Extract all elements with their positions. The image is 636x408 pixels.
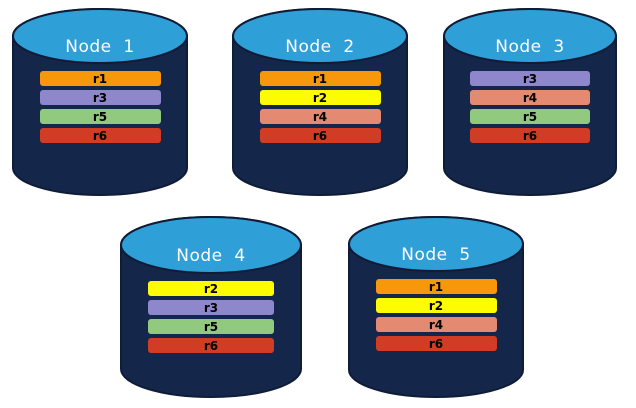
replica-bar-r6[interactable]: r6 — [375, 336, 497, 351]
cylinder-top-cap — [12, 8, 188, 64]
replica-bar-r6[interactable]: r6 — [148, 338, 274, 353]
replica-bar-r1[interactable]: r1 — [39, 71, 161, 86]
replica-list: r3 r4 r5 r6 — [443, 71, 617, 143]
replica-bar-r2[interactable]: r2 — [375, 298, 497, 313]
replica-list: r1 r2 r4 r6 — [232, 71, 408, 143]
replica-bar-r4[interactable]: r4 — [470, 90, 590, 105]
replica-bar-r3[interactable]: r3 — [148, 300, 274, 315]
cylinder-top-cap — [443, 8, 617, 64]
replica-bar-r2[interactable]: r2 — [148, 281, 274, 296]
cylinder-top-cap — [120, 216, 302, 274]
replica-bar-r4[interactable]: r4 — [375, 317, 497, 332]
replica-bar-r1[interactable]: r1 — [375, 279, 497, 294]
replica-bar-r5[interactable]: r5 — [148, 319, 274, 334]
replica-bar-r5[interactable]: r5 — [39, 109, 161, 124]
cylinder-top-cap — [232, 8, 408, 64]
replica-bar-r2[interactable]: r2 — [259, 90, 381, 105]
replica-bar-r5[interactable]: r5 — [470, 109, 590, 124]
replica-list: r2 r3 r5 r6 — [120, 281, 302, 353]
replica-bar-r3[interactable]: r3 — [39, 90, 161, 105]
replica-list: r1 r3 r5 r6 — [12, 71, 188, 143]
replica-bar-r6[interactable]: r6 — [470, 128, 590, 143]
replica-bar-r4[interactable]: r4 — [259, 109, 381, 124]
replica-bar-r6[interactable]: r6 — [259, 128, 381, 143]
replica-bar-r6[interactable]: r6 — [39, 128, 161, 143]
cylinder-top-cap — [348, 216, 524, 272]
replica-list: r1 r2 r4 r6 — [348, 279, 524, 351]
replica-bar-r1[interactable]: r1 — [259, 71, 381, 86]
replica-bar-r3[interactable]: r3 — [470, 71, 590, 86]
